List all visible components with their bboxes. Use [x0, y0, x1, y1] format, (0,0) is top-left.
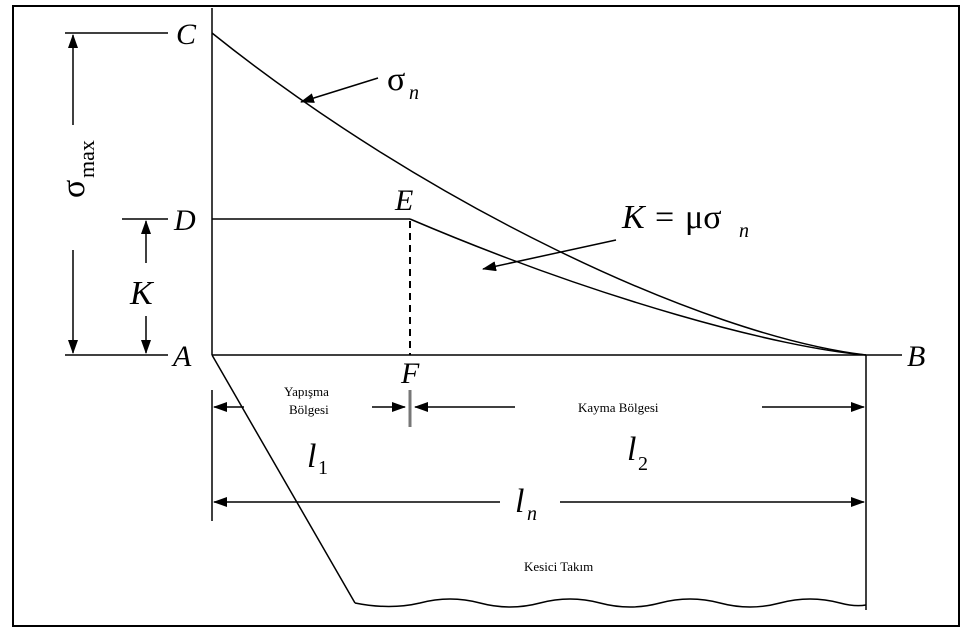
sliding-zone-label: Kayma Bölgesi — [578, 400, 659, 415]
l2-label: l — [627, 431, 636, 468]
adhesion-zone-label-1: Yapışma — [284, 384, 329, 399]
point-a-label: A — [171, 340, 192, 373]
shear-curve-eb — [409, 218, 867, 356]
k-dimension-label: K — [129, 275, 155, 312]
sigma-max-symbol: σ — [55, 180, 92, 198]
l1-label: l — [307, 438, 316, 475]
sigma-n-subscript: n — [409, 82, 419, 104]
tool-rake-face — [211, 354, 356, 604]
sigma-n-symbol: σ — [387, 61, 405, 98]
point-f-label: F — [400, 357, 420, 390]
sigma-max-subscript: max — [74, 140, 99, 178]
tool-break-line — [354, 598, 867, 608]
k-equation-equals: = — [655, 199, 674, 236]
point-e-label: E — [394, 184, 413, 217]
k-equation-mu-sigma: μσ — [685, 199, 722, 236]
point-b-label: B — [907, 340, 925, 373]
sigma-n-pointer — [300, 77, 379, 103]
ln-subscript: n — [527, 503, 537, 525]
adhesion-zone-label-2: Bölgesi — [289, 402, 329, 417]
k-equation-lhs: K — [621, 199, 647, 236]
point-d-label: D — [173, 204, 196, 237]
sigma-n-curve — [211, 32, 867, 356]
point-c-label: C — [176, 18, 197, 51]
cutting-tool-label: Kesici Takım — [524, 559, 593, 574]
l2-subscript: 2 — [638, 453, 648, 475]
k-equation-subscript: n — [739, 220, 749, 242]
k-equation-pointer — [482, 239, 617, 272]
diagram-frame — [12, 5, 960, 627]
ln-label: l — [515, 483, 524, 520]
l1-subscript: 1 — [318, 457, 328, 479]
